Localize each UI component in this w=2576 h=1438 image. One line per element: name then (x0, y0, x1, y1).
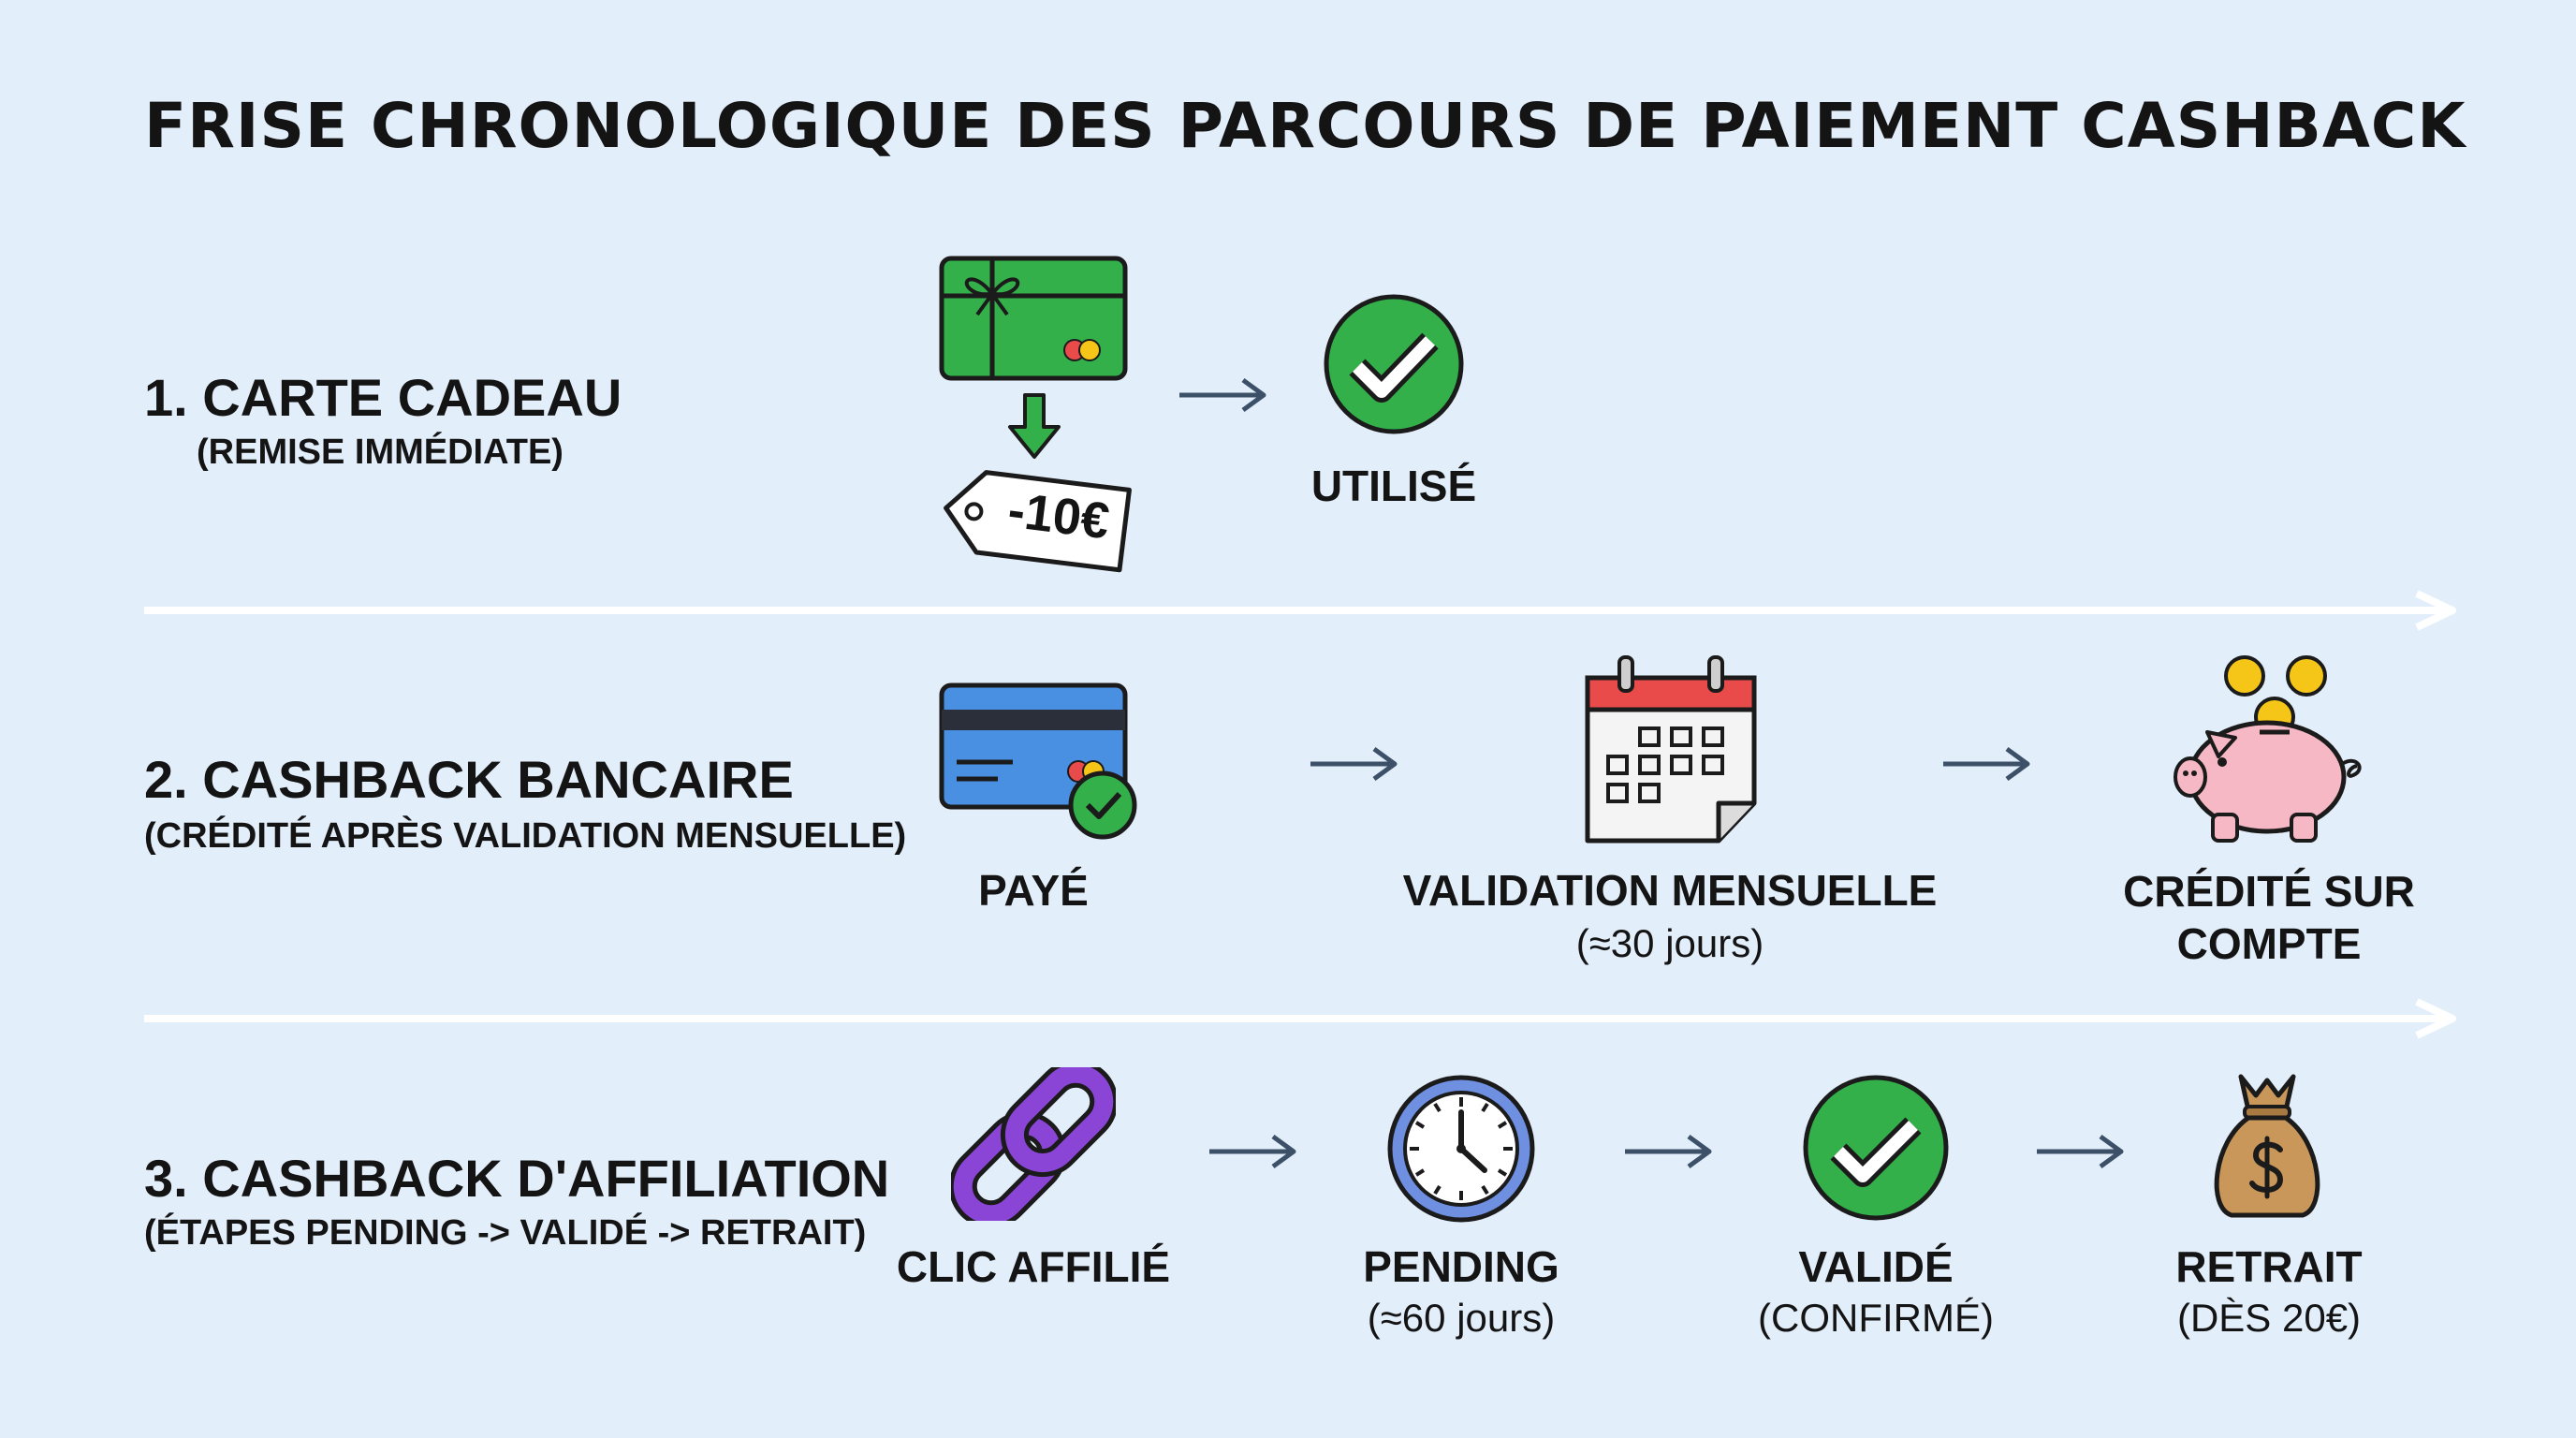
step-label: PENDING (1363, 1242, 1559, 1291)
step-arrow (2037, 1134, 2124, 1169)
step-arrow (1310, 746, 1398, 782)
link-icon (951, 1067, 1116, 1221)
piggy-bank-icon (2174, 655, 2362, 843)
step-label: PAYÉ (978, 866, 1089, 915)
step-arrow (1943, 746, 2030, 782)
step-arrow (1625, 1134, 1712, 1169)
credit-card-icon (939, 682, 1137, 840)
money-bag-icon (2214, 1074, 2320, 1218)
row-1-sublabel: (REMISE IMMÉDIATE) (197, 433, 564, 472)
timeline-divider (144, 998, 2456, 1039)
check-circle-icon (1324, 294, 1464, 434)
row-3-label: 3. CASHBACK D'AFFILIATION (144, 1149, 890, 1208)
step-arrow (1179, 377, 1266, 413)
calendar-icon (1585, 655, 1757, 844)
step-label: UTILISÉ (1310, 462, 1477, 510)
row-2-label: 2. CASHBACK BANCAIRE (144, 750, 794, 809)
row-3-sublabel: (ÉTAPES PENDING -> VALIDÉ -> RETRAIT) (144, 1213, 867, 1253)
price-tag-icon: -10€ (938, 459, 1142, 579)
gift-card-icon (939, 256, 1128, 381)
step-sublabel: (≈60 jours) (1367, 1296, 1556, 1340)
step-sublabel: (CONFIRMÉ) (1758, 1296, 1994, 1340)
step-label: RETRAIT (2175, 1242, 2363, 1291)
row-1-label: 1. CARTE CADEAU (144, 368, 622, 427)
step-label: VALIDATION MENSUELLE (1402, 866, 1938, 915)
clock-icon (1387, 1075, 1535, 1223)
step-sublabel: (≈30 jours) (1575, 921, 1764, 965)
arrow-down-icon (1008, 393, 1061, 459)
step-label: CLIC AFFILIÉ (896, 1242, 1171, 1291)
timeline-divider (144, 590, 2456, 631)
step-arrow (1209, 1134, 1296, 1169)
step-sublabel: (DÈS 20€) (2176, 1296, 2362, 1340)
step-label: CRÉDITÉ SUR COMPTE (2123, 867, 2415, 968)
check-circle-icon (1803, 1075, 1949, 1221)
row-2-sublabel: (CRÉDITÉ APRÈS VALIDATION MENSUELLE) (144, 816, 907, 856)
step-label: VALIDÉ (1798, 1242, 1954, 1291)
page-title: FRISE CHRONOLOGIQUE DES PARCOURS DE PAIE… (144, 90, 2466, 162)
